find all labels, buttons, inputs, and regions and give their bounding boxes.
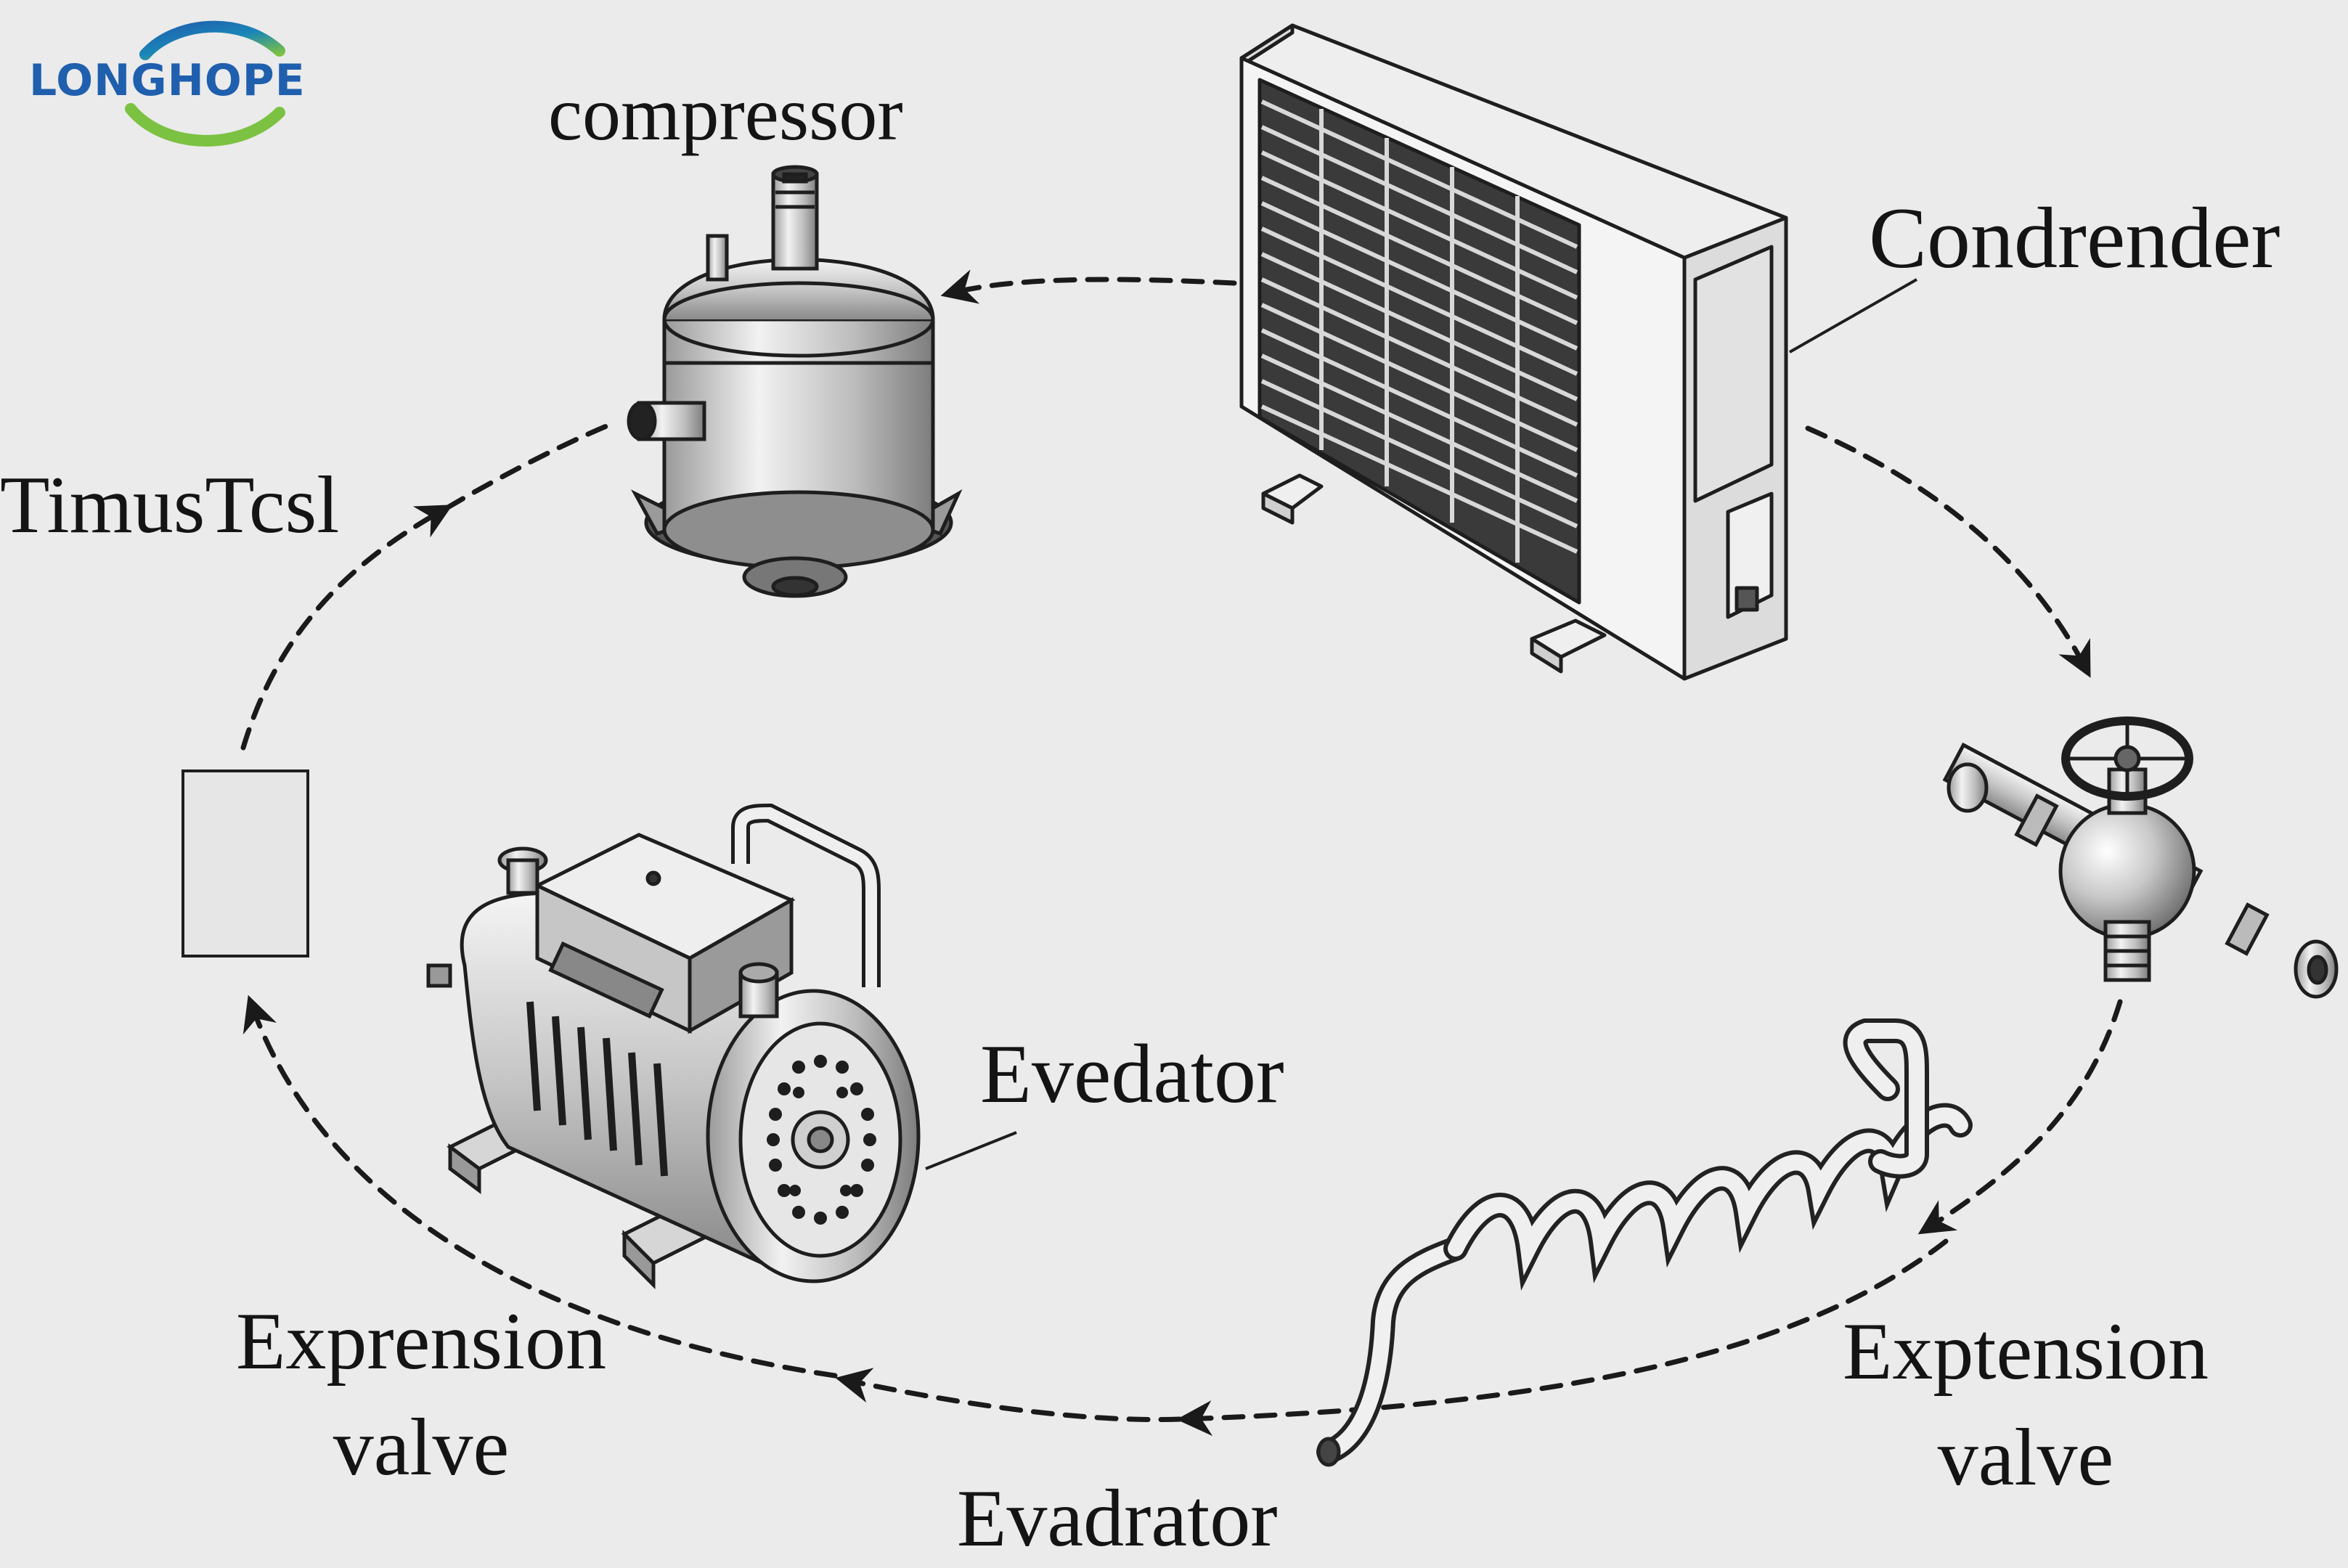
electric-motor-icon [426, 803, 921, 1290]
label-expansion-right-line-1: Exptension [1843, 1307, 2209, 1397]
label-expansion-valve-left: Exprension valve [211, 1289, 632, 1500]
label-expansion-valve-right: Exptension valve [1808, 1299, 2243, 1511]
flow-arrow-thermostat-to-compressor [240, 505, 453, 751]
label-condenser: Condrender [1869, 189, 2280, 286]
label-expansion-left-line-1: Exprension [235, 1297, 607, 1387]
helical-coil-icon [1316, 1018, 1973, 1467]
flow-arrow-condenser-to-compressor [940, 269, 1237, 304]
label-evaporator-unit: Evedator [980, 1028, 1284, 1121]
motor-cooling-fins [526, 1001, 668, 1177]
condenser-leader-line [1789, 278, 1917, 354]
label-evaporator-bottom: Evadrator [957, 1474, 1278, 1564]
condenser-grille-fins [1260, 99, 1578, 563]
flow-loop [240, 269, 2123, 1437]
flow-arrow-coil-to-bottom [1176, 1238, 1949, 1437]
flow-arrow-condenser-to-valve [1805, 425, 2091, 678]
flow-arrow-left-to-thermostat [242, 995, 838, 1379]
flow-arrow-upper-left-segment [444, 422, 613, 511]
motor-vent-holes [767, 1055, 876, 1225]
longhope-logo-icon [125, 20, 285, 147]
label-expansion-right-line-2: valve [1937, 1412, 2114, 1503]
brand-wordmark: LONGHOPE [29, 55, 306, 106]
flow-arrow-bottom-to-left [835, 1368, 1183, 1423]
thermostat-panel [182, 769, 309, 957]
compressor-icon [627, 165, 963, 598]
evaporator-leader-line [925, 1131, 1017, 1170]
label-thermostat: TimusTcsl [0, 460, 340, 550]
label-compressor: compressor [548, 71, 903, 156]
flow-arrow-valve-to-coil [1917, 999, 2123, 1235]
condenser-unit-icon [1239, 23, 1788, 681]
label-expansion-left-line-2: valve [333, 1402, 510, 1493]
handwheel-valve-icon [1942, 716, 2339, 999]
